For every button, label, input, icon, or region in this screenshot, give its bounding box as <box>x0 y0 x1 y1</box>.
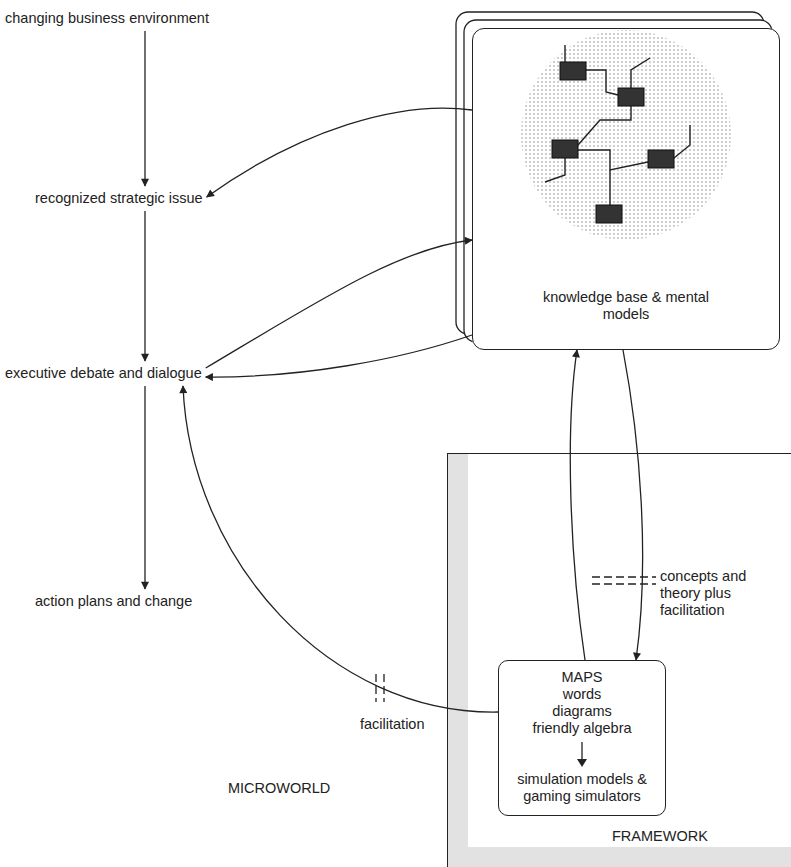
node-text: knowledge base & mental models <box>534 289 719 323</box>
region-label: MICROWORLD <box>228 780 330 797</box>
node-text: friendly algebra <box>512 720 652 737</box>
maps-box: MAPSwordsdiagramsfriendly algebra simulat… <box>498 660 666 816</box>
knowledge-card: knowledge base & mental models <box>472 28 780 350</box>
edge-label: concepts and theory plus facilitation <box>660 568 760 619</box>
stage-text: action plans and change <box>35 593 192 610</box>
flow-arrow-head <box>577 759 587 767</box>
connector-arrow <box>144 386 145 589</box>
region-label-text: MICROWORLD <box>228 780 330 797</box>
stage-text: recognized strategic issue <box>35 190 203 207</box>
network-lines <box>545 45 690 205</box>
framework-shade <box>448 454 468 867</box>
edge-label: facilitation <box>360 716 424 733</box>
flow-arrow <box>505 737 659 771</box>
connector-arrow <box>183 386 498 712</box>
node-text: diagrams <box>512 703 652 720</box>
connector-arrow <box>207 108 472 197</box>
connector-arrow <box>206 240 472 368</box>
framework-shade <box>448 847 791 867</box>
stage-text: executive debate and dialogue <box>5 365 202 382</box>
stage-text: changing business environment <box>5 10 209 27</box>
node-text: recognized strategic issue <box>35 190 203 207</box>
node-text: MAPS <box>512 669 652 686</box>
connector-arrow <box>144 31 145 186</box>
connector-arrow <box>206 335 472 377</box>
flow-arrow-icon <box>572 737 592 771</box>
framework-panel: FRAMEWORK MAPSwordsdiagramsfriendly algeb… <box>447 453 791 867</box>
connector-arrow <box>623 350 643 660</box>
edge-label-text: facilitation <box>360 716 424 733</box>
node-text: executive debate and dialogue <box>5 365 202 382</box>
stipple-circle <box>521 30 731 240</box>
stacked-card <box>472 28 780 350</box>
edge-label-text: concepts and theory plus facilitation <box>660 568 760 619</box>
node-text: words <box>512 686 652 703</box>
node-text: FRAMEWORK <box>612 828 708 845</box>
connector-arrow <box>144 211 145 361</box>
network-blocks <box>552 62 674 223</box>
connector-arrow <box>570 350 585 660</box>
node-text: simulation models & gaming simulators <box>512 771 652 805</box>
node-text: changing business environment <box>5 10 209 27</box>
node-text: action plans and change <box>35 593 192 610</box>
